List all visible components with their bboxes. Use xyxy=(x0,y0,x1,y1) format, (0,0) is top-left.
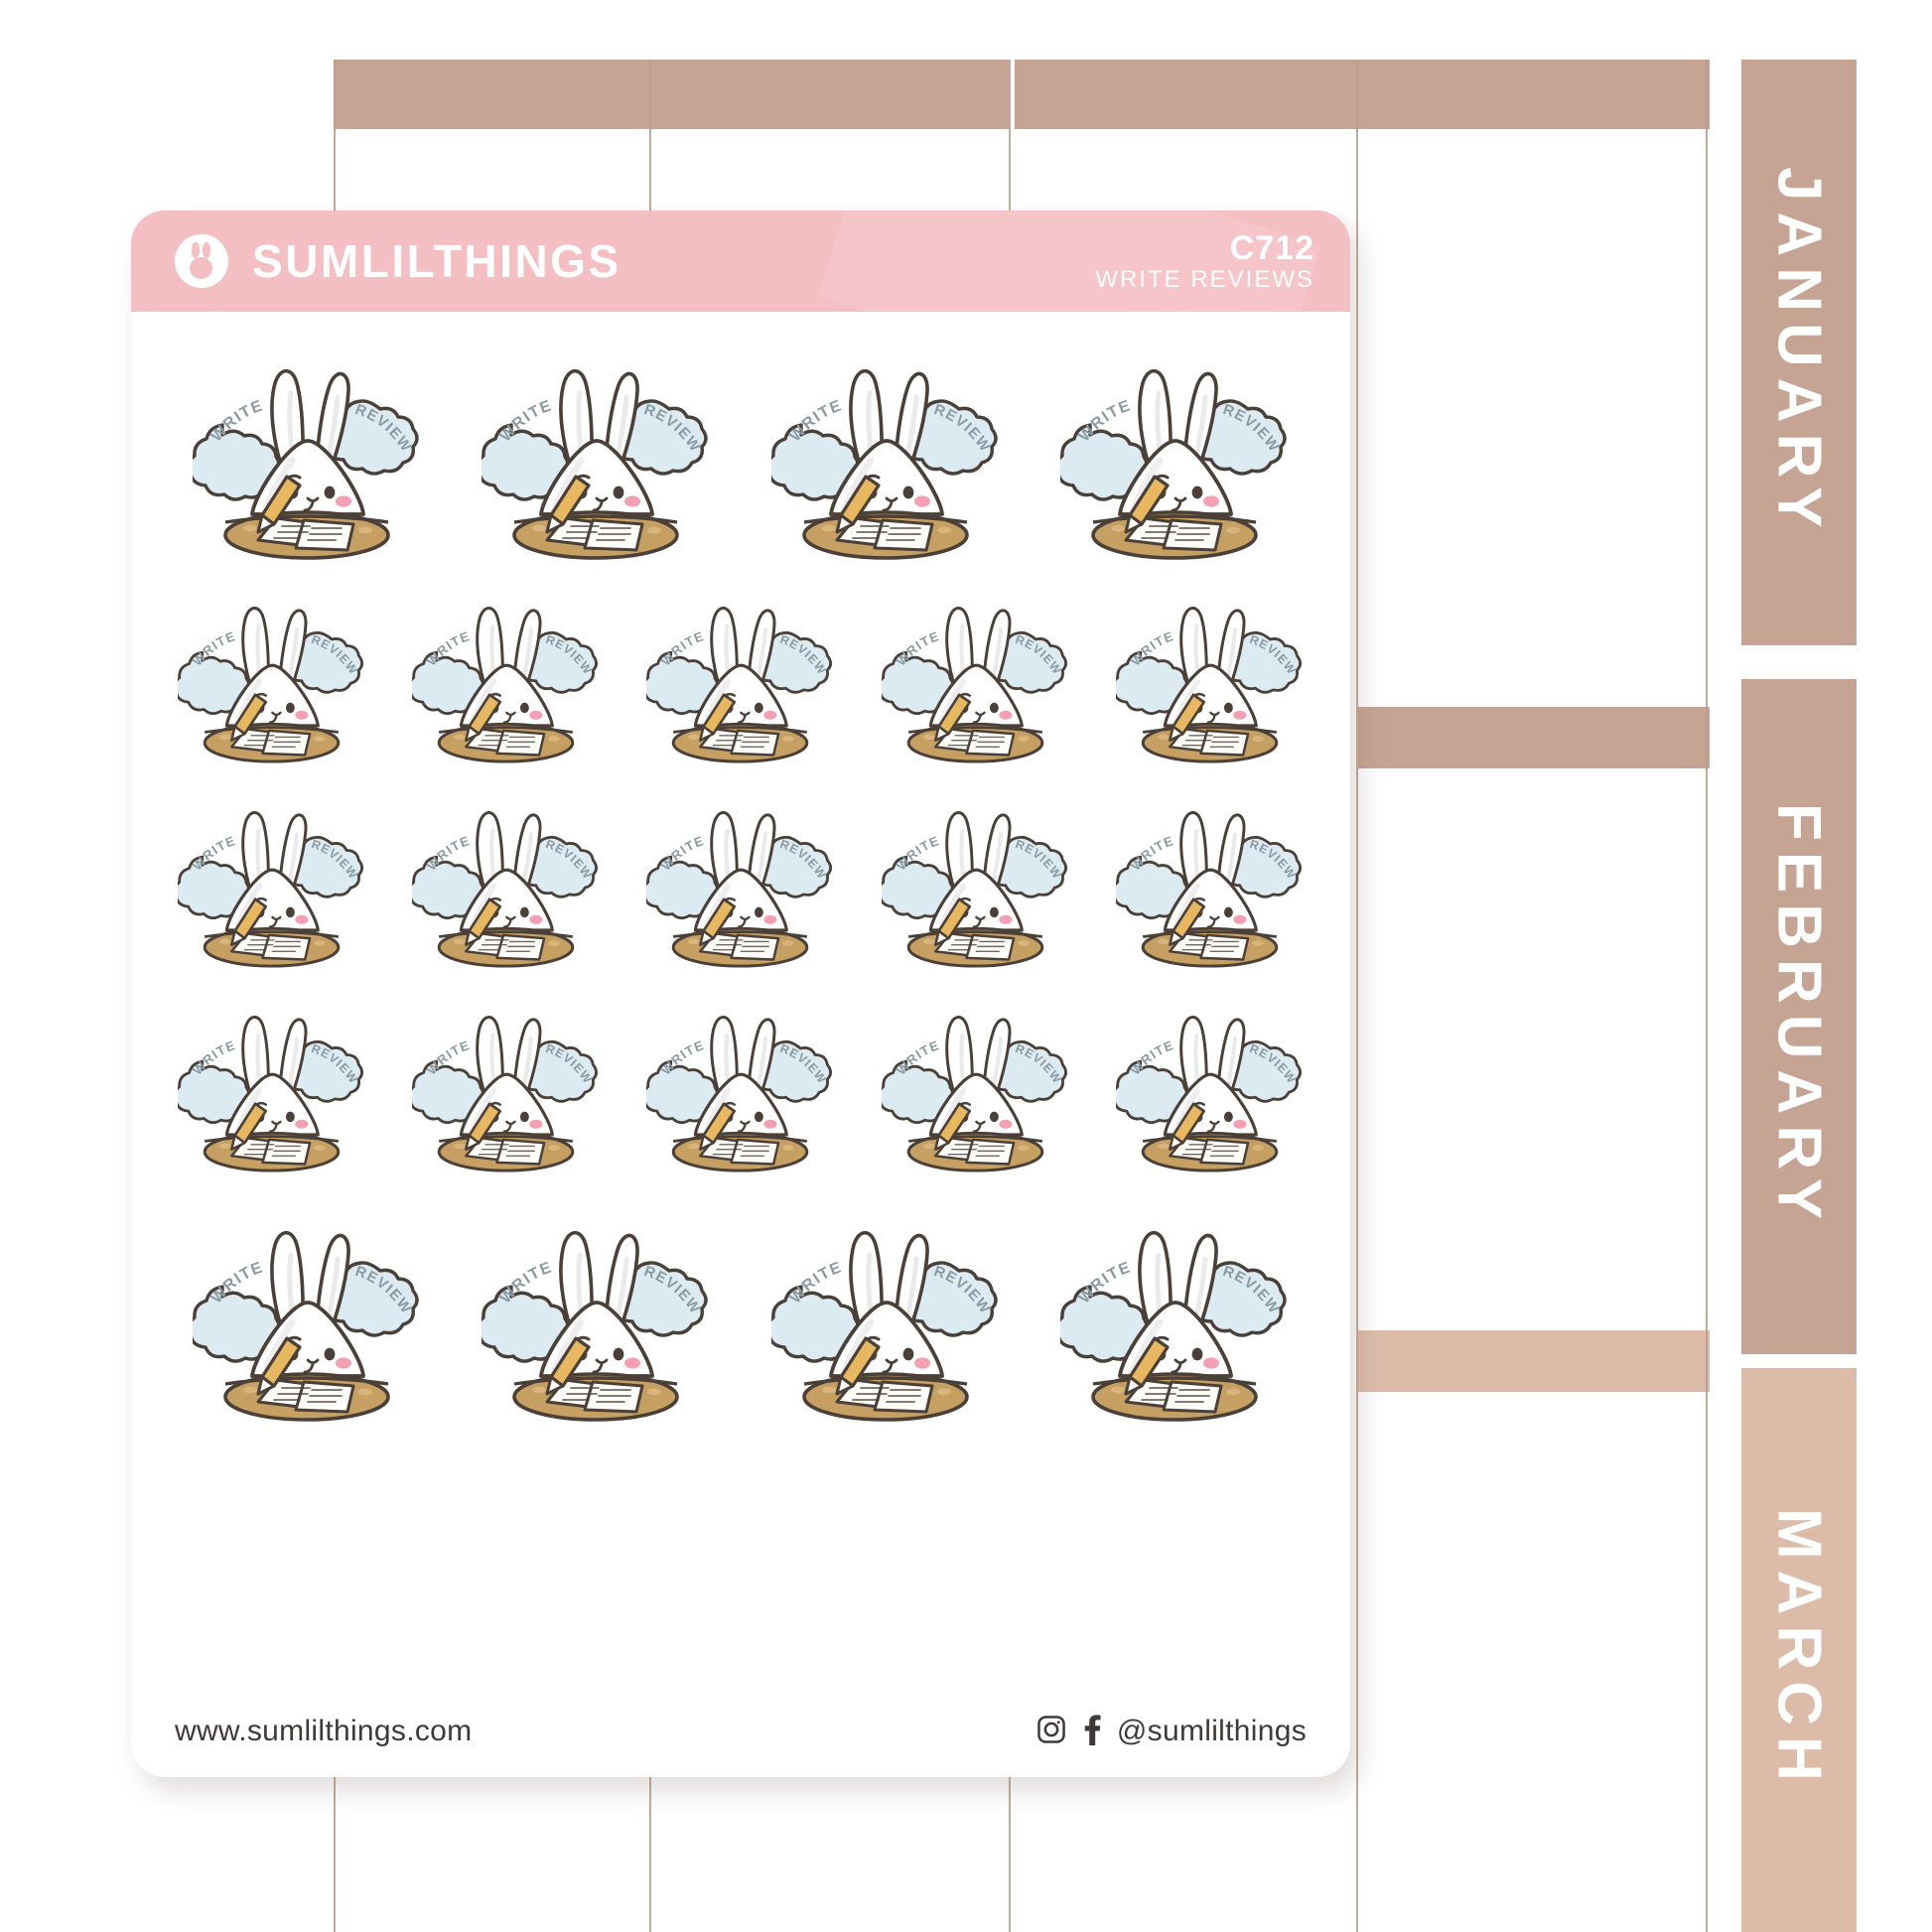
month-tab-january-label: JANUARY xyxy=(1764,166,1834,539)
planner-top-bar-3 xyxy=(1015,60,1710,129)
sticker-row: WRITE REVIEW xyxy=(131,572,1350,766)
sticker-write-reviews: WRITE REVIEW xyxy=(412,798,600,971)
sticker-row: WRITE REVIEW xyxy=(131,1187,1350,1426)
sticker-write-reviews: WRITE REVIEW xyxy=(178,798,365,971)
sticker-write-reviews: WRITE REVIEW xyxy=(646,798,834,971)
sticker-write-reviews: WRITE REVIEW xyxy=(881,594,1069,766)
sticker-write-reviews: WRITE REVIEW xyxy=(178,594,365,766)
sticker-write-reviews: WRITE REVIEW xyxy=(881,1003,1069,1175)
sticker-write-reviews: WRITE REVIEW xyxy=(1115,1003,1304,1175)
month-tab-march[interactable]: MARCH xyxy=(1741,1368,1857,1932)
sticker-row: WRITE REVIEW xyxy=(131,326,1350,564)
planner-mid-bar-1 xyxy=(1358,707,1710,768)
product-code-block: C712 WRITE REVIEWS xyxy=(1095,229,1314,294)
product-code: C712 xyxy=(1229,228,1314,267)
month-tab-january[interactable]: JANUARY xyxy=(1741,60,1857,645)
social-handle[interactable]: @sumlilthings xyxy=(1116,1715,1307,1747)
sticker-sheet: SUMLILTHINGS C712 WRITE REVIEWS SUMLILTH… xyxy=(131,210,1350,1777)
product-title: WRITE REVIEWS xyxy=(1095,265,1314,293)
planner-mid-bar-2 xyxy=(1358,1330,1710,1392)
month-tab-february[interactable]: FEBRUARY xyxy=(1741,679,1857,1354)
sticker-write-reviews: WRITE REVIEW xyxy=(412,594,600,766)
website-url[interactable]: www.sumlilthings.com xyxy=(175,1715,473,1747)
planner-divider-4 xyxy=(1356,60,1358,1932)
sticker-write-reviews: WRITE REVIEW xyxy=(1115,798,1304,971)
sticker-write-reviews: WRITE REVIEW xyxy=(192,353,421,564)
sticker-row: WRITE REVIEW xyxy=(131,776,1350,971)
month-tab-march-label: MARCH xyxy=(1764,1508,1834,1792)
sticker-row: WRITE REVIEW xyxy=(131,981,1350,1175)
bunny-logo-icon xyxy=(175,234,228,288)
sticker-write-reviews: WRITE REVIEW xyxy=(646,1003,834,1175)
sticker-write-reviews: WRITE REVIEW xyxy=(178,1003,365,1175)
sticker-write-reviews: WRITE REVIEW xyxy=(881,798,1069,971)
month-tab-february-label: FEBRUARY xyxy=(1764,802,1834,1231)
sheet-footer: www.sumlilthings.com @sumlilthings xyxy=(131,1686,1350,1777)
planner-top-bar-1 xyxy=(334,60,651,129)
sticker-write-reviews: WRITE REVIEW xyxy=(770,353,1000,564)
sticker-grid: WRITE REVIEW xyxy=(131,312,1350,1686)
sheet-header: SUMLILTHINGS C712 WRITE REVIEWS xyxy=(131,210,1350,312)
sticker-write-reviews: WRITE REVIEW xyxy=(1060,353,1289,564)
planner-top-bar-2 xyxy=(651,60,1009,129)
sticker-write-reviews: WRITE REVIEW xyxy=(412,1003,600,1175)
sticker-write-reviews: WRITE REVIEW xyxy=(482,1215,710,1426)
planner-divider-5 xyxy=(1706,60,1708,1932)
sticker-write-reviews: WRITE REVIEW xyxy=(770,1215,1000,1426)
sticker-write-reviews: WRITE REVIEW xyxy=(482,353,710,564)
facebook-icon[interactable] xyxy=(1081,1714,1103,1750)
brand-name: SUMLILTHINGS xyxy=(252,235,621,287)
sticker-write-reviews: WRITE REVIEW xyxy=(1060,1215,1289,1426)
sticker-write-reviews: WRITE REVIEW xyxy=(1115,594,1304,766)
instagram-icon[interactable] xyxy=(1035,1714,1067,1750)
sticker-write-reviews: WRITE REVIEW xyxy=(192,1215,421,1426)
social-links: @sumlilthings xyxy=(1035,1714,1307,1750)
sticker-write-reviews: WRITE REVIEW xyxy=(646,594,834,766)
